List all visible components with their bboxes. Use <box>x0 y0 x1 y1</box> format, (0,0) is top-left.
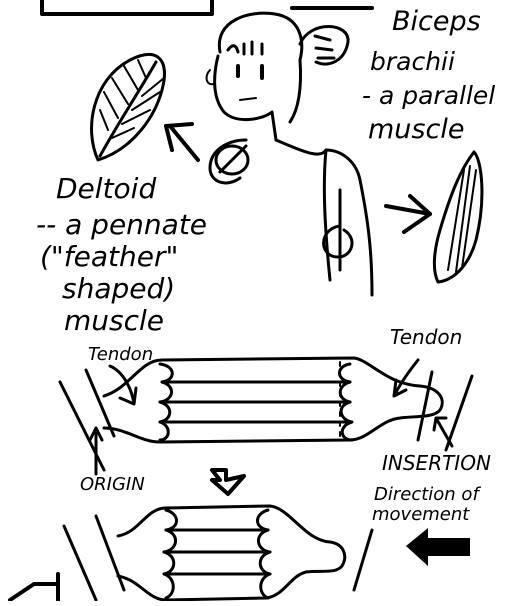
biceps-label-line2: brachii <box>370 47 455 76</box>
direction-label-line1: Direction of <box>374 484 481 505</box>
arrow-tendon-right <box>394 360 418 396</box>
bone-right-outer <box>446 376 472 450</box>
biceps-label-line1: Biceps <box>392 6 481 37</box>
deltoid-label-line5: muscle <box>64 304 164 337</box>
muscle-diagram-contracted <box>64 506 372 600</box>
leaf-veins <box>100 60 164 138</box>
deltoid-label-line1: Deltoid <box>56 172 156 205</box>
torso-side <box>324 150 330 280</box>
direction-label-line2: movement <box>372 504 470 525</box>
parallel-fibers <box>448 166 476 272</box>
hair-bun-strands <box>315 36 334 58</box>
bone-right-inner <box>418 372 432 440</box>
fiber-ends-left-2 <box>164 510 177 598</box>
biceps-label-line3: - a parallel <box>362 81 495 110</box>
down-arrow <box>212 470 244 494</box>
deltoid-line <box>220 146 246 172</box>
arrow-origin <box>90 428 102 474</box>
bone-right-2 <box>354 530 372 590</box>
deltoid-label-line2: -- a pennate <box>36 208 207 241</box>
fiber-lines <box>160 382 350 422</box>
bone-left-outer-2 <box>64 526 96 600</box>
origin-label: ORIGIN <box>80 474 145 495</box>
direction-arrow <box>406 528 470 566</box>
bone-left-inner-2 <box>96 516 124 590</box>
mouth <box>240 98 256 100</box>
tendon-left-label: Tendon <box>88 344 153 365</box>
parallel-muscle-icon <box>386 152 482 282</box>
person-figure <box>207 13 372 295</box>
deltoid-label-line4: shaped) <box>62 272 175 305</box>
tendon-right-label: Tendon <box>390 325 462 349</box>
arrow-to-pennate <box>166 124 198 160</box>
arrow-insertion <box>434 418 452 446</box>
bottom-left-fragment <box>10 574 58 600</box>
pennate-muscle-icon <box>92 55 165 160</box>
top-frame-left <box>42 0 212 14</box>
bone-left-inner <box>86 370 114 436</box>
insertion-label: INSERTION <box>382 451 491 475</box>
eyes <box>238 66 262 78</box>
face-outline <box>215 56 276 140</box>
nose <box>207 70 214 84</box>
fiber-ends-right-2 <box>258 510 271 598</box>
fiber-lines-2 <box>164 530 270 574</box>
deltoid-label-line3: ("feather" <box>40 240 178 273</box>
biceps-label-line4: muscle <box>368 114 464 145</box>
muscle-outline <box>104 358 442 442</box>
hair-strands <box>228 42 262 54</box>
neck-right <box>290 60 301 122</box>
arrow-to-parallel <box>386 196 430 232</box>
